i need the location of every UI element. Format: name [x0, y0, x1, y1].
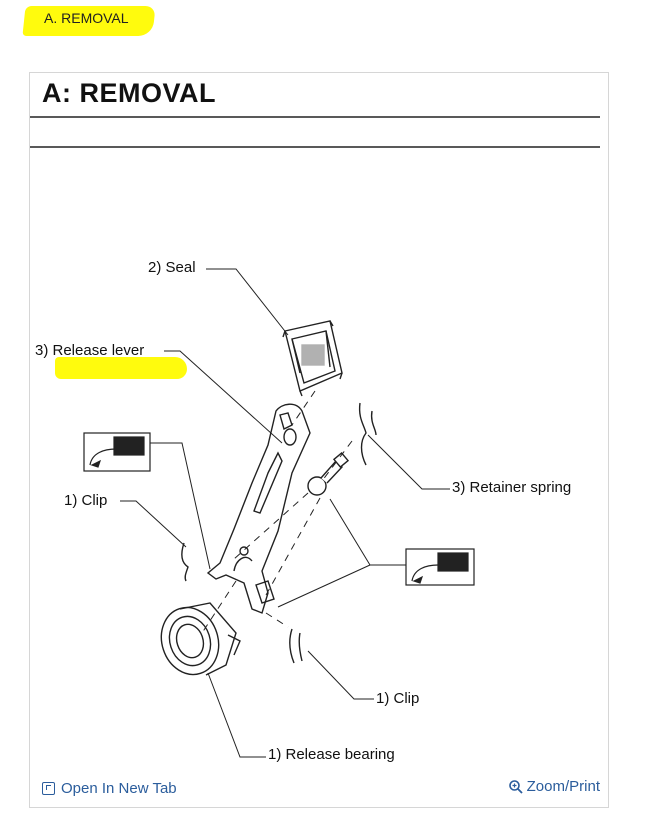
retainer-spring-part [358, 402, 377, 466]
label-release-bearing: 1) Release bearing [268, 746, 395, 763]
label-release-lever: 3) Release lever [35, 342, 145, 359]
pivot-pin-part [307, 451, 350, 496]
seal-part [282, 320, 343, 397]
retainer-spring-leader [367, 434, 450, 490]
breadcrumb-bar: A. REMOVAL [0, 0, 651, 40]
figure-panel [29, 72, 609, 808]
external-link-icon [42, 782, 55, 795]
release-lever-leader [164, 350, 283, 444]
clip-left-leader [120, 500, 187, 548]
open-in-new-tab-link[interactable]: Open In New Tab [42, 780, 177, 797]
highlighter-mark-lever [55, 357, 187, 379]
figure-title: A: REMOVAL [42, 78, 216, 108]
open-in-new-tab-label: Open In New Tab [61, 780, 177, 797]
release-bearing-part [160, 602, 241, 676]
magnifier-icon [508, 779, 523, 794]
clutch-diagram [30, 116, 600, 758]
breadcrumb-title: A. REMOVAL [44, 10, 129, 26]
grease-icon [83, 432, 151, 472]
grease-icon-right [405, 548, 475, 586]
grease-right-leader-2 [277, 564, 371, 608]
label-clip-left: 1) Clip [64, 492, 108, 509]
grease-left-leader [150, 442, 211, 570]
figure-footer: Open In New Tab Zoom/Print [30, 776, 606, 804]
label-seal: 2) Seal [148, 259, 196, 276]
grease-right-leader-1 [329, 498, 406, 566]
seal-leader [206, 268, 289, 336]
label-retainer-spring: 3) Retainer spring [452, 479, 572, 496]
release-lever-part [206, 403, 311, 614]
zoom-print-link[interactable]: Zoom/Print [508, 778, 600, 795]
clip-left-part [181, 542, 189, 582]
label-clip-bottom: 1) Clip [376, 690, 420, 707]
zoom-print-label: Zoom/Print [526, 778, 600, 795]
clip-bottom-leader [307, 650, 374, 700]
release-bearing-leader [207, 672, 266, 758]
clip-bottom-part [289, 628, 303, 664]
